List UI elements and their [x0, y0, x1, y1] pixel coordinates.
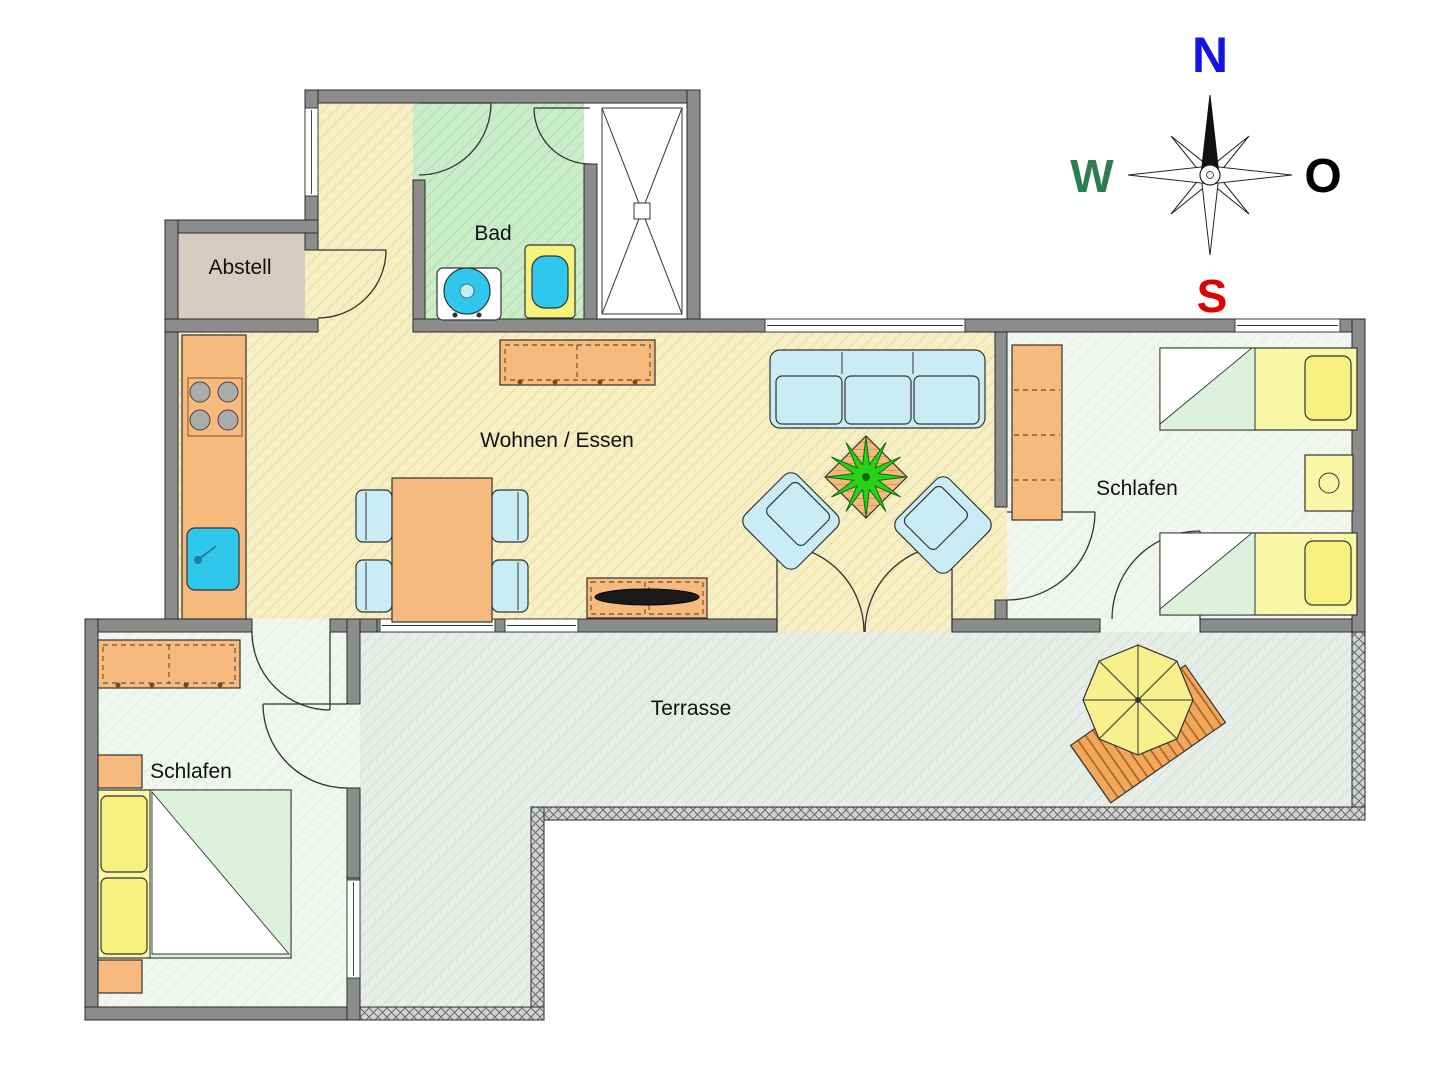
plant [824, 435, 908, 519]
room-terrace-floor-lower [360, 807, 531, 1007]
terrace-border [346, 631, 1366, 1021]
kitchen-counter [181, 334, 247, 620]
kitchen-sink [186, 527, 240, 591]
armchair [742, 472, 840, 570]
window [1234, 318, 1341, 333]
dining-chair [355, 559, 393, 613]
room-label-bad: Bad [474, 222, 511, 245]
compass-west-label: W [1070, 150, 1114, 202]
bed-single [1159, 532, 1358, 616]
stove [187, 377, 243, 437]
compass-point-west [1127, 165, 1211, 185]
floors [98, 103, 1352, 1007]
door-gap [305, 250, 318, 318]
wardrobe [1011, 344, 1063, 521]
armchair [894, 476, 992, 574]
nightstand [97, 754, 143, 789]
dining-chair [491, 559, 529, 613]
compass-north-label: N [1192, 27, 1228, 83]
compass-point-north [1200, 94, 1220, 176]
compass-point-south [1200, 174, 1220, 256]
room-label-schlafen-left: Schlafen [150, 760, 232, 783]
window [504, 618, 579, 633]
compass-south-label: S [1197, 270, 1228, 322]
door-bad [418, 102, 492, 176]
dining-chair [355, 489, 393, 543]
door-gap [347, 704, 360, 788]
room-label-wohnen-essen: Wohnen / Essen [480, 429, 634, 452]
shower-void-symbol [601, 107, 683, 315]
dining-chair [491, 489, 529, 543]
door-gap [777, 619, 952, 632]
door-bedroom-left-living [251, 631, 331, 711]
bed-single [1159, 347, 1358, 431]
door-abstell [317, 249, 387, 319]
pillow [100, 795, 148, 873]
compass-east-label: O [1304, 150, 1341, 203]
room-label-terrasse: Terrasse [651, 697, 732, 720]
dining-set [355, 477, 529, 623]
washbasin [436, 267, 502, 321]
door-gap [413, 103, 425, 180]
room-label-abstell: Abstell [208, 256, 271, 279]
compass-rose: N W O S [1070, 27, 1341, 322]
sideboard [499, 339, 656, 386]
nightstand [97, 959, 143, 994]
window [346, 879, 361, 979]
door-gap [995, 507, 1007, 600]
room-hall-floor [318, 103, 413, 332]
door-gap [584, 103, 597, 164]
window [304, 107, 319, 197]
nightstand [1304, 454, 1354, 512]
pillow [1304, 540, 1352, 606]
window [764, 318, 966, 333]
double-bed [97, 789, 292, 959]
room-abstell-floor [178, 233, 305, 319]
door-gap [1100, 619, 1200, 632]
door-gap [252, 619, 330, 632]
sofa [769, 349, 986, 429]
room-label-schlafen-right: Schlafen [1096, 477, 1178, 500]
dresser [97, 639, 241, 689]
door-bedroom-left-terrace [262, 703, 348, 789]
tv-board [586, 577, 708, 619]
pillow [100, 877, 148, 955]
dining-table [391, 477, 493, 623]
compass-point-east [1209, 165, 1293, 185]
door-shower [533, 107, 591, 165]
tv [594, 588, 700, 606]
pillow [1304, 355, 1352, 421]
parasol [1082, 644, 1194, 756]
toilet [524, 244, 576, 319]
